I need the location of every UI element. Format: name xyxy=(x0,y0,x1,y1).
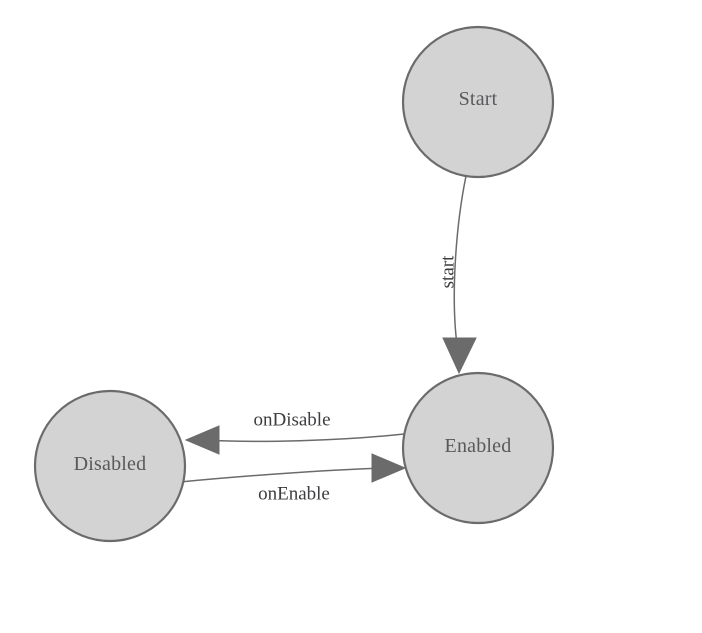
edge-start-to-enabled-arrowhead xyxy=(442,337,477,375)
edge-disabled-to-enabled-label: onEnable xyxy=(258,484,330,505)
node-start[interactable]: Start xyxy=(401,25,555,179)
edge-start-to-enabled-path xyxy=(453,175,467,353)
node-start-circle xyxy=(401,25,555,179)
node-disabled-label: Disabled xyxy=(74,453,147,475)
edge-enabled-to-disabled-label: onDisable xyxy=(253,410,330,431)
node-start-label: Start xyxy=(459,88,498,110)
edge-disabled-to-enabled[interactable]: onEnable xyxy=(179,453,407,505)
edge-start-to-enabled[interactable]: start xyxy=(438,175,477,375)
node-enabled-circle xyxy=(401,371,555,525)
edge-start-to-enabled-label: start xyxy=(438,255,459,288)
node-disabled-circle xyxy=(33,389,187,543)
node-enabled[interactable]: Enabled xyxy=(401,371,555,525)
node-disabled[interactable]: Disabled xyxy=(33,389,187,543)
node-enabled-label: Enabled xyxy=(445,435,512,457)
edge-disabled-to-enabled-arrowhead xyxy=(371,453,407,483)
edge-enabled-to-disabled[interactable]: onDisable xyxy=(184,410,405,455)
edge-enabled-to-disabled-arrowhead xyxy=(184,425,220,455)
edge-disabled-to-enabled-path xyxy=(179,467,386,483)
edge-enabled-to-disabled-path xyxy=(205,433,405,443)
